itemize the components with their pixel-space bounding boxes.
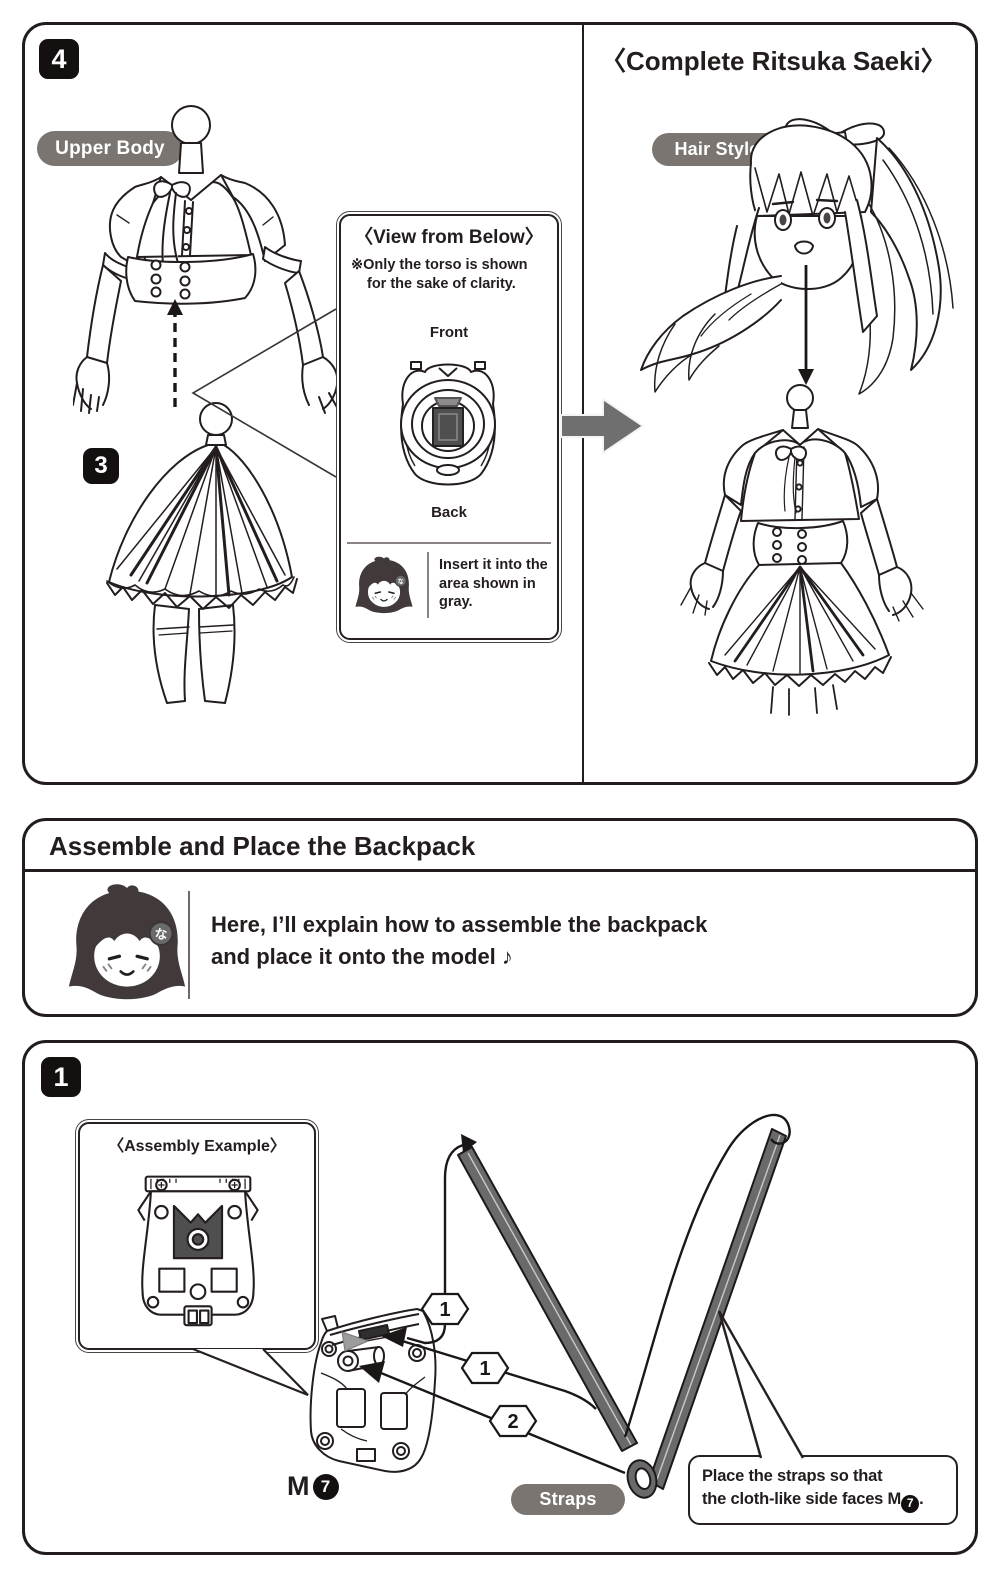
part-number-badge: 7 [312, 1473, 339, 1500]
straps-label: Straps [511, 1484, 625, 1515]
mascot-chibi-avatar: な [68, 884, 186, 1000]
callout-badge-2: 2 [488, 1404, 538, 1438]
skirt-step-badge: 3 [83, 448, 119, 484]
step-number-badge: 4 [39, 39, 79, 79]
tip-divider [427, 552, 429, 618]
complete-body-illustration [680, 384, 924, 716]
assembly-example-bubble: 〈Assembly Example〉 [75, 1119, 319, 1353]
gray-area-tip: Insert it into the area shown in gray. [439, 557, 548, 611]
lower-body-illustration [106, 402, 298, 704]
assembly-bubble-tail [192, 1347, 309, 1397]
upper-body-label: Upper Body [37, 131, 183, 166]
view-from-below-title: 〈View from Below〉 [354, 227, 544, 248]
straps-note-text: Place the straps so that the cloth-like … [702, 1465, 924, 1513]
complete-title: 〈Complete Ritsuka Saeki〉 [600, 46, 947, 76]
torso-bottom-view-illustration [400, 361, 496, 486]
svg-text:2: 2 [507, 1411, 518, 1433]
back-label: Back [431, 504, 467, 521]
assembly-example-title: 〈Assembly Example〉 [108, 1138, 286, 1155]
view-from-below-box: 〈View from Below〉 ※Only the torso is sho… [336, 211, 562, 643]
intro-divider [188, 891, 190, 999]
hair-style-illustration [640, 118, 954, 395]
step1-panel: 1 〈Assembly Example〉 [22, 1040, 978, 1555]
panel-divider [582, 25, 584, 782]
backpack-section-panel: Assemble and Place the Backpack な Here, … [22, 818, 978, 1017]
note-bubble-tail [717, 1310, 805, 1459]
svg-text:な: な [155, 928, 168, 942]
upper-body-illustration [73, 105, 350, 414]
strap-string-curve [623, 1113, 791, 1438]
callout-badge-1b: 1 [460, 1351, 510, 1385]
intro-text: Here, I’ll explain how to assemble the b… [211, 912, 708, 969]
svg-text:な: な [398, 577, 404, 585]
mascot-chibi-icon: な [355, 556, 413, 614]
tip-separator [347, 542, 551, 544]
section-title: Assemble and Place the Backpack [49, 831, 476, 861]
straps-illustration [457, 1128, 787, 1499]
backpack-part-illustration [309, 1308, 437, 1473]
svg-text:1: 1 [479, 1358, 490, 1380]
straps-note-bubble: Place the straps so that the cloth-like … [688, 1455, 958, 1525]
front-label: Front [429, 324, 469, 341]
step-number-badge: 1 [41, 1057, 81, 1097]
note-part-number-badge: 7 [901, 1494, 920, 1513]
section-header-divider [25, 869, 975, 872]
view-from-below-note: ※Only the torso is shown for the sake of… [351, 257, 528, 292]
assembled-backpack-illustration [137, 1175, 259, 1327]
step4-panel: 4 Upper Body [22, 22, 978, 785]
